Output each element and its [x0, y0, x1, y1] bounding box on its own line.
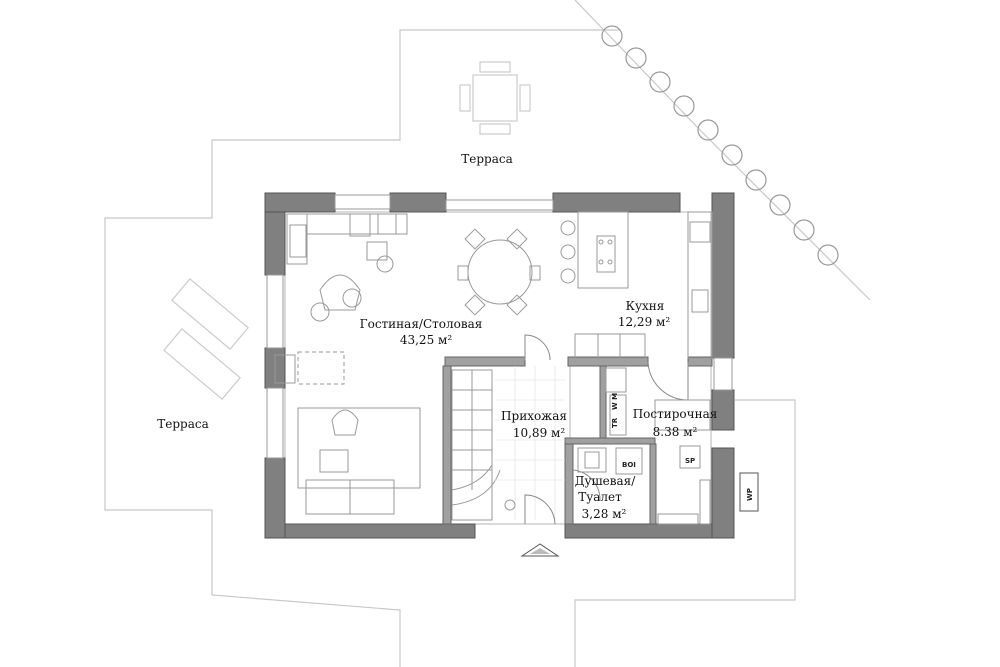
partitions	[442, 356, 713, 525]
kitchen-furniture	[560, 211, 713, 359]
wp-box: WP	[739, 472, 759, 512]
interior-lines	[284, 211, 712, 525]
hall-area: 10,89 м²	[513, 426, 566, 440]
windows	[266, 194, 733, 459]
equipment-tr: TR	[611, 417, 619, 428]
hedge	[601, 25, 839, 266]
laundry-furniture	[605, 367, 711, 525]
kitchen-area: 12,29 м²	[618, 315, 671, 329]
bath-fixtures	[504, 447, 643, 511]
hall-tiles	[495, 366, 565, 520]
dining-table	[457, 228, 541, 316]
living-area: 43,25 м²	[400, 333, 453, 347]
exterior-walls	[264, 192, 735, 539]
equipment-wp: WP	[746, 488, 754, 501]
living-name: Гостиная/Столовая	[360, 317, 483, 331]
bath-area: 3,28 м²	[582, 507, 627, 521]
bath-name2: Туалет	[578, 490, 622, 504]
hall-name: Прихожая	[501, 409, 567, 423]
laundry-name: Постирочная	[633, 407, 718, 421]
kitchen-name: Кухня	[626, 299, 665, 313]
sun-loungers	[163, 278, 249, 400]
staircase	[451, 369, 501, 521]
laundry-area: 8.38 м²	[653, 425, 698, 439]
equipment-labels: TR W M BOI SP	[611, 393, 695, 469]
terrace-table	[459, 61, 531, 135]
room-labels: Терраса Терраса Гостиная/Столовая 43,25 …	[157, 152, 717, 521]
equipment-sp: SP	[685, 457, 695, 465]
living-furniture	[274, 213, 421, 515]
terrace-top-label: Терраса	[461, 152, 513, 166]
equipment-wm: W M	[611, 393, 619, 410]
terrace-outline	[104, 0, 871, 667]
equipment-boiler: BOI	[622, 461, 636, 469]
terrace-left-label: Терраса	[157, 417, 209, 431]
bath-name: Душевая/	[575, 474, 637, 488]
